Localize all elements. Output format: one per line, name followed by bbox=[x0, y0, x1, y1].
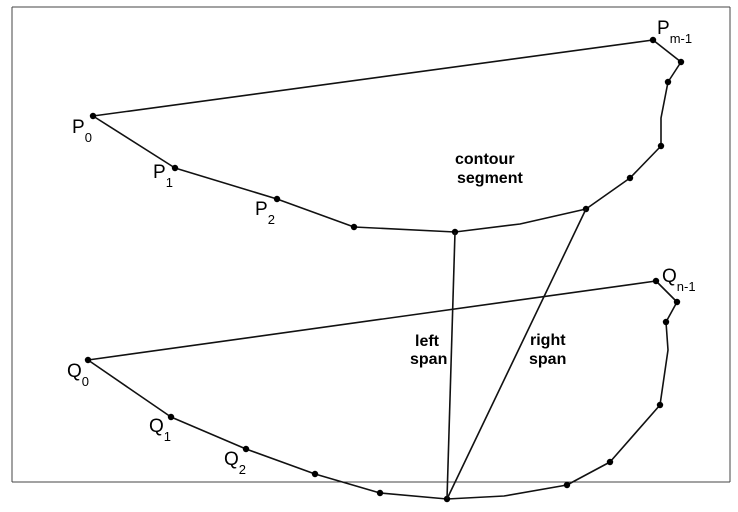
caption-contour: contour bbox=[455, 151, 515, 168]
label-q0: Q0 bbox=[67, 361, 89, 389]
lower-contour bbox=[84, 277, 681, 503]
lower-contour-points bbox=[84, 277, 681, 503]
point-p6 bbox=[626, 174, 634, 182]
upper-contour-curve bbox=[92, 39, 682, 233]
point-p7 bbox=[657, 142, 665, 150]
label-p0: P0 bbox=[72, 117, 92, 145]
caption-segment: segment bbox=[457, 170, 523, 187]
left-span-line bbox=[446, 231, 456, 500]
label-p1: P1 bbox=[153, 162, 173, 190]
point-p1 bbox=[171, 164, 179, 172]
lower-contour-curve bbox=[87, 280, 678, 500]
point-q2 bbox=[242, 445, 250, 453]
point-qn1 bbox=[652, 277, 660, 285]
upper-contour-points bbox=[89, 36, 685, 236]
right-span-line bbox=[446, 208, 587, 500]
label-left-span-1: left bbox=[415, 333, 440, 350]
point-q7 bbox=[606, 458, 614, 466]
point-q8 bbox=[656, 401, 664, 409]
point-p8 bbox=[664, 78, 672, 86]
lower-chord bbox=[87, 280, 657, 361]
point-q6 bbox=[563, 481, 571, 489]
point-q1 bbox=[167, 413, 175, 421]
label-p2: P2 bbox=[255, 199, 275, 227]
point-q10 bbox=[673, 298, 681, 306]
point-q9 bbox=[662, 318, 670, 326]
label-right-span-2: span bbox=[529, 351, 566, 368]
point-pm1 bbox=[649, 36, 657, 44]
point-p2 bbox=[273, 195, 281, 203]
label-q1: Q1 bbox=[149, 416, 171, 444]
label-qn1: Qn-1 bbox=[662, 266, 696, 294]
point-q4 bbox=[376, 489, 384, 497]
point-p9 bbox=[677, 58, 685, 66]
label-q2: Q2 bbox=[224, 449, 246, 477]
label-pm1: Pm-1 bbox=[657, 18, 692, 46]
point-q0 bbox=[84, 356, 92, 364]
label-right-span-1: right bbox=[530, 332, 566, 349]
upper-chord bbox=[92, 39, 654, 117]
point-p0 bbox=[89, 112, 97, 120]
label-left-span-2: span bbox=[410, 351, 447, 368]
point-p3 bbox=[350, 223, 358, 231]
upper-contour bbox=[89, 36, 685, 236]
point-q3 bbox=[311, 470, 319, 478]
